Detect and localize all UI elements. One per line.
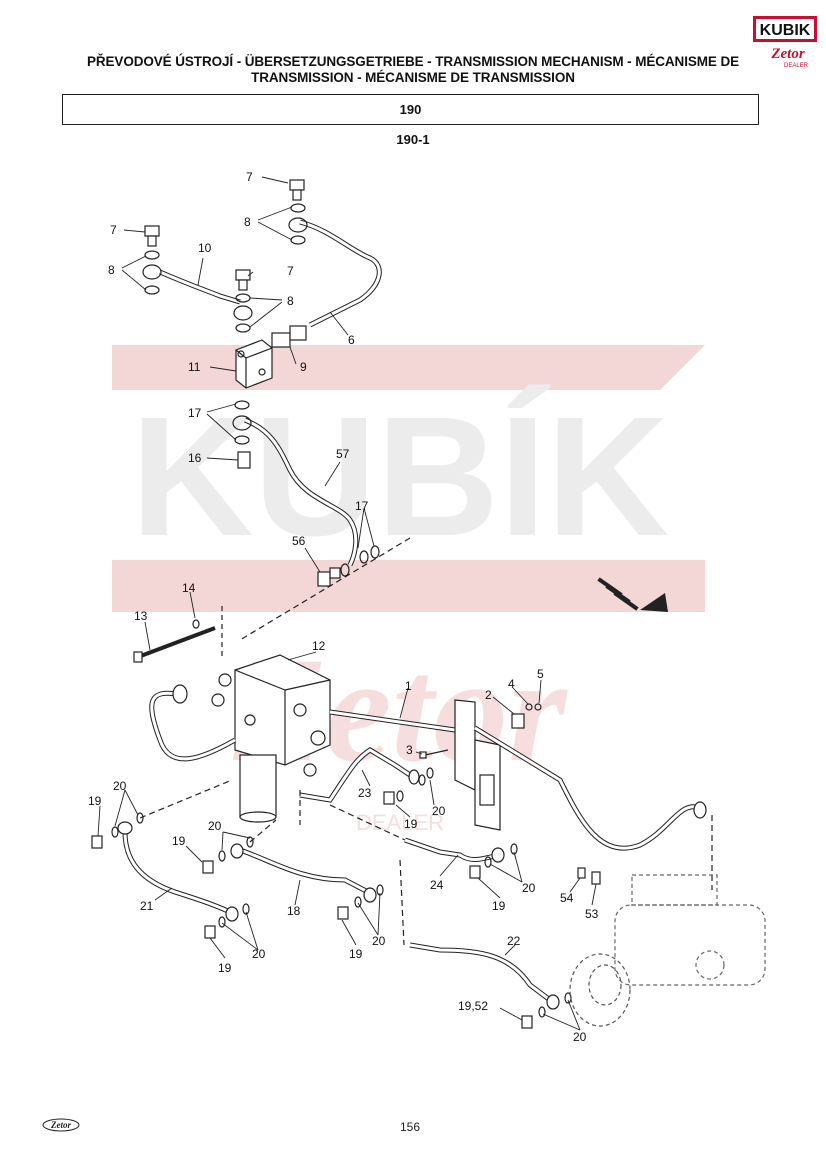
banjo-bolt-7-mid (235, 269, 251, 291)
part-label: 20 (113, 779, 127, 793)
part-label: 19 (404, 817, 418, 831)
part-label: 1 (405, 679, 412, 693)
part-label: 6 (348, 333, 355, 347)
pipe-end-fitting (693, 801, 707, 819)
washer-4 (525, 703, 533, 711)
bolt-19-23 (383, 790, 404, 805)
label-leader-lines (97, 176, 597, 1031)
clamp-2 (511, 713, 525, 729)
long-pipe (473, 725, 701, 851)
nut-5 (534, 703, 542, 711)
group-number-box: 190 (62, 94, 759, 125)
leader-dashed-upper (239, 537, 411, 641)
part-label: 8 (244, 215, 251, 229)
part-label: 19 (492, 899, 506, 913)
gearbox-housing (614, 874, 766, 986)
control-valve-12 (211, 654, 331, 823)
part-label: 9 (300, 360, 307, 374)
rings-23 (408, 767, 434, 786)
part-label: 20 (252, 947, 266, 961)
part-label: 19 (88, 794, 102, 808)
part-label: 7 (110, 223, 117, 237)
logo-sub: Zetor (770, 46, 804, 62)
part-label: 3 (406, 743, 413, 757)
part-label: 17 (188, 406, 202, 420)
part-label: 19 (218, 961, 232, 975)
screw-3 (419, 749, 449, 759)
part-label: 19,52 (458, 999, 488, 1013)
part-label: 2 (485, 688, 492, 702)
part-label: 24 (430, 878, 444, 892)
part-label: 7 (287, 264, 294, 278)
pipe-24 (404, 837, 499, 862)
part-label: 53 (585, 907, 599, 921)
page-title: PŘEVODOVÉ ÚSTROJÍ - ÜBERSETZUNGSGETRIEBE… (86, 54, 740, 85)
part-label: 18 (287, 904, 301, 918)
part-label: 8 (108, 263, 115, 277)
part-label: 19 (349, 947, 363, 961)
rings-22 (538, 992, 572, 1018)
part-label: 7 (246, 170, 253, 184)
bolt-19-18 (202, 860, 349, 920)
fitting-9 (271, 325, 307, 348)
part-label: 20 (432, 804, 446, 818)
bolt-13 (133, 626, 216, 663)
part-label: 16 (188, 451, 202, 465)
part-label: 20 (372, 934, 386, 948)
plug-53-54 (577, 867, 601, 885)
leader-dashed-lines (139, 779, 406, 946)
part-label: 20 (208, 819, 222, 833)
part-label: 57 (336, 447, 350, 461)
plug-16 (237, 451, 251, 469)
rings-18 (218, 836, 384, 908)
part-label: 56 (292, 534, 306, 548)
bolt-19-left (91, 835, 216, 939)
distribution-block-11 (235, 339, 273, 389)
part-label: 10 (198, 241, 212, 255)
part-label: 19 (172, 834, 186, 848)
part-label: 22 (507, 934, 521, 948)
bolt-19-24 (469, 865, 481, 879)
front-direction-arrow (597, 577, 668, 612)
part-label: 17 (355, 499, 369, 513)
part-label: 5 (537, 667, 544, 681)
part-label: 23 (358, 786, 372, 800)
part-label: 54 (560, 891, 574, 905)
sealing-rings-8 (142, 203, 308, 333)
logo-dealer: DEALER (784, 63, 809, 69)
subgroup-number: 190-1 (396, 132, 430, 147)
rings-21 (111, 812, 250, 928)
part-label: 12 (312, 639, 326, 653)
kubik-zetor-logo: KUBIK Zetor DEALER (753, 16, 817, 69)
footer-zetor-logo: Zetor (42, 1118, 80, 1132)
group-number: 190 (399, 102, 422, 117)
logo-text: KUBIK (760, 22, 811, 39)
part-label: 21 (140, 899, 154, 913)
sealing-rings-17 (232, 400, 380, 564)
bolt-19-22 (521, 1015, 533, 1029)
part-label: 14 (182, 581, 196, 595)
part-label: 20 (522, 881, 536, 895)
plug-56 (317, 563, 350, 587)
part-label: 4 (508, 677, 515, 691)
bracket (454, 699, 501, 831)
page-number: 156 (399, 1120, 421, 1134)
banjo-bolt-7-top (289, 179, 305, 201)
part-label: 20 (573, 1030, 587, 1044)
part-label: 13 (134, 609, 148, 623)
part-label: 8 (287, 294, 294, 308)
part-label: 11 (188, 360, 201, 374)
flange-housing (569, 953, 631, 1027)
footer-logo-text: Zetor (50, 1120, 71, 1130)
banjo-bolt-7-left (144, 225, 160, 247)
rings-24 (484, 843, 518, 868)
washer-14 (192, 619, 200, 629)
